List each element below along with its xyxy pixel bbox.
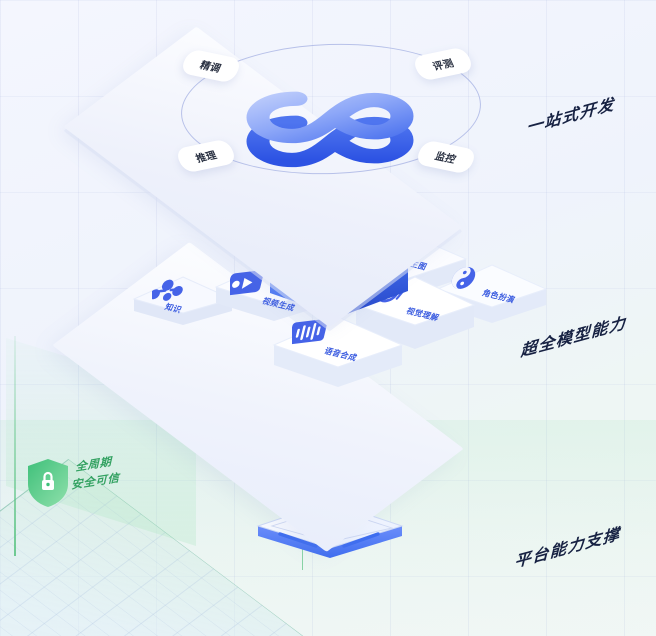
cube-speech: 语音合成: [268, 313, 408, 413]
ring-label-infer-text: 推理: [194, 149, 220, 166]
layer-one-stop-development: 精调 评测 推理 监控: [0, 4, 656, 332]
green-axis-left: [14, 336, 16, 556]
network-nodes-icon: [149, 279, 186, 310]
shield-lock-icon: [26, 458, 70, 508]
ring-label-tune-text: 精调: [197, 59, 223, 76]
infinity-loop-icon: [244, 74, 424, 174]
ring-label-eval-text: 评测: [431, 57, 457, 74]
ring-label-monitor-text: 监控: [432, 150, 458, 167]
waveform-icon: [288, 318, 330, 354]
cube-knowledge: 知识: [128, 273, 238, 343]
video-play-icon: [226, 270, 268, 306]
masks-icon: [450, 266, 482, 300]
